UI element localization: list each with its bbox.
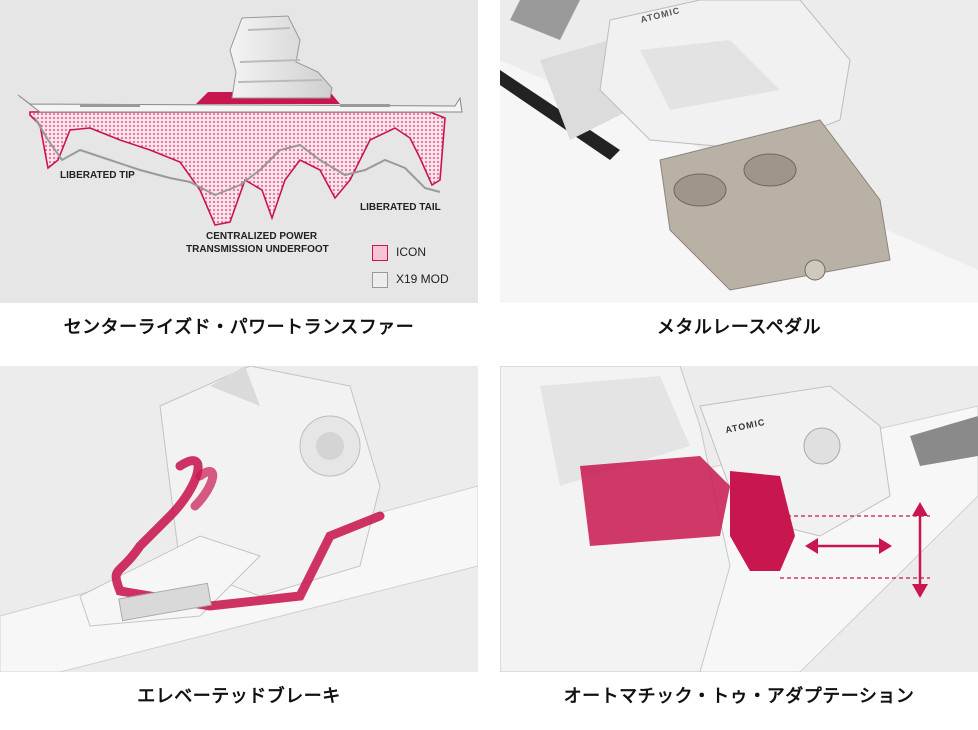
metal-pedal-panel: ATOMIC (500, 0, 978, 303)
legend-label-x19: X19 MOD (396, 272, 449, 286)
label-liberated-tip: LIBERATED TIP (60, 170, 135, 181)
ski-graphic (17, 94, 463, 113)
caption-toe-adaptation: オートマチック・トゥ・アダプテーション (563, 686, 915, 707)
icon-pressure-area (29, 111, 446, 226)
label-centralized-line2: TRANSMISSION UNDERFOOT (186, 244, 329, 255)
elevated-brake-panel (0, 366, 478, 672)
legend-swatch-x19 (372, 272, 388, 288)
power-transfer-panel: LIBERATED TIP CENTRALIZED POWER TRANSMIS… (0, 0, 478, 303)
x19-pressure-line (34, 117, 441, 197)
legend-swatch-icon (372, 245, 388, 261)
boot-graphic (229, 15, 333, 99)
caption-metal-pedal: メタルレースペダル (656, 317, 822, 338)
label-liberated-tail: LIBERATED TAIL (360, 202, 441, 213)
label-centralized: CENTRALIZED POWER TRANSMISSION UNDERFOOT (186, 230, 346, 256)
elevated-brake-image (0, 366, 478, 672)
metal-pedal-image (500, 0, 978, 303)
caption-elevated-brake: エレベーテッドブレーキ (137, 686, 341, 707)
caption-power-transfer: センターライズド・パワートランスファー (63, 317, 415, 338)
toe-adaptation-panel: ATOMIC (500, 366, 978, 672)
label-centralized-line1: CENTRALIZED POWER (206, 231, 318, 242)
legend-label-icon: ICON (396, 245, 426, 259)
power-transfer-diagram (17, 15, 463, 226)
toe-adaptation-image (500, 366, 978, 672)
